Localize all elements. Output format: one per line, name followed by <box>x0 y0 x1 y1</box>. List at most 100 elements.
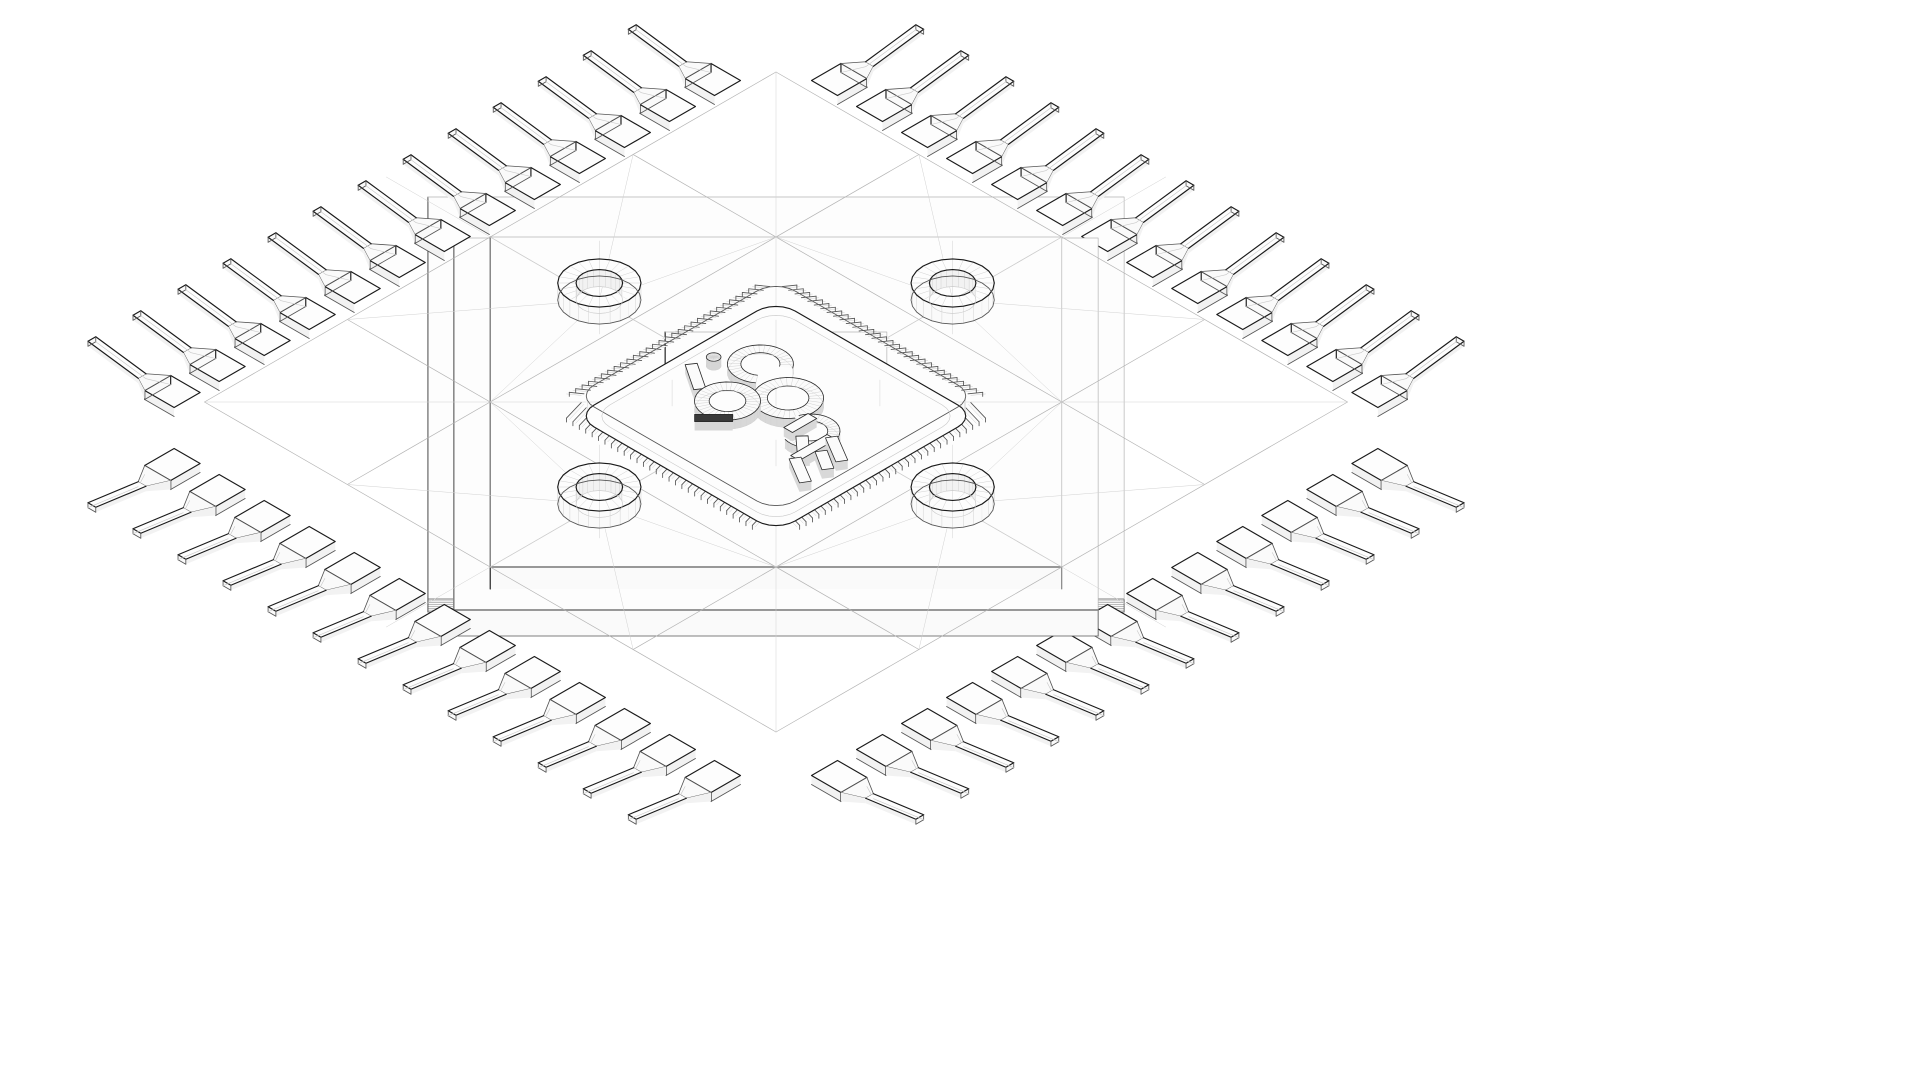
lead-pin-tip-face <box>1231 632 1239 643</box>
die-branding <box>684 344 849 492</box>
boss-wall-facet <box>923 300 932 321</box>
lead-taper-top <box>976 139 1009 157</box>
lead-shoulder-end-face <box>1201 271 1228 296</box>
lead-taper-top <box>363 243 396 261</box>
boss-outer-base-ellipse <box>910 479 995 529</box>
package-lead <box>222 525 336 591</box>
glyph-top-rib <box>694 402 710 404</box>
glyph-top-rib <box>744 394 760 398</box>
die-lead-row-north <box>781 284 986 397</box>
lead-pin-side <box>1045 694 1096 721</box>
boss-top-rib <box>974 276 994 280</box>
glyph-top-facet <box>734 371 748 379</box>
base-plate-top-back-edge <box>427 196 1125 600</box>
boss-top-rib <box>610 498 621 509</box>
boss-top-rib <box>610 261 621 272</box>
package-lead <box>1306 310 1420 391</box>
lead-pin-tip-bottom <box>447 133 457 139</box>
lead-pin-top-edge <box>1360 310 1412 349</box>
lead-taper-top <box>1201 569 1234 591</box>
lead-pin-side <box>403 159 454 202</box>
lead-taper-side <box>408 222 415 244</box>
die-lead-face <box>871 336 890 340</box>
lead-pin-top-edge <box>447 132 500 171</box>
lead-pin-top-edge <box>872 793 925 816</box>
lead-pin-side <box>493 107 544 150</box>
lead-pin-top-edge <box>357 184 409 223</box>
lead-taper-top <box>1066 191 1099 209</box>
boss-wall-facet <box>559 289 564 313</box>
lead-pin-underline <box>1225 237 1277 275</box>
lead-pin-top-edge <box>1143 184 1195 223</box>
lead-shoulder-side-face <box>1171 567 1202 594</box>
boss-top-facet <box>952 499 964 512</box>
lead-taper-side <box>885 766 911 778</box>
lead-pin-underline <box>1143 642 1195 664</box>
glyph-top-rib <box>769 347 777 355</box>
package-lead <box>1126 577 1240 643</box>
die-lead-row-west <box>566 284 771 397</box>
boss-radiating-line <box>918 503 953 650</box>
lead-pin-underline <box>1180 211 1232 249</box>
lead-taper-top <box>633 87 667 105</box>
die-lead-edge <box>839 317 855 321</box>
lead-taper-top <box>840 61 874 79</box>
glyph-top-rib <box>776 409 782 418</box>
boss-outer-base-ellipse <box>910 275 995 325</box>
lead-taper-side <box>976 714 1001 726</box>
die-lead-face <box>688 322 706 326</box>
lead-pin-side <box>1225 590 1277 617</box>
die-text-core <box>726 344 849 492</box>
die-lead-edge <box>813 303 830 306</box>
lead-taper-side <box>363 248 370 270</box>
boss-top-annulus <box>557 258 642 308</box>
boss-top-facet <box>964 292 983 304</box>
glyph-top-rib <box>762 344 766 354</box>
boss-top-rib <box>931 465 942 476</box>
lead-shoulder-end-face <box>1381 375 1408 400</box>
glyph-top-rib <box>808 400 823 403</box>
boss-wall-facet <box>931 303 942 324</box>
boss-bore-facet <box>587 474 594 493</box>
lead-pin-tip-face <box>223 580 231 591</box>
lead-pin-tip-outline <box>960 788 970 794</box>
boss-bore-facet <box>972 480 976 501</box>
lead-pin-tip-outline <box>1365 284 1375 290</box>
lead-taper-side <box>1246 558 1271 570</box>
lead-pin-tip-bottom <box>447 715 457 721</box>
lead-pin-tip-outline <box>402 684 412 690</box>
glyph-outer-base-outline <box>752 386 824 428</box>
die-lead-face <box>935 373 954 377</box>
lead-shoulder-end-face <box>324 271 351 296</box>
lead-shoulder-end-face <box>279 297 306 322</box>
lead-pin-underline <box>140 315 192 353</box>
boss-top-facet <box>931 498 947 511</box>
package-lead <box>312 206 426 287</box>
lead-shoulder-side-face <box>440 619 471 646</box>
die-lead-edge <box>568 391 585 395</box>
package-lead <box>1171 232 1285 313</box>
lead-pin-top-edge <box>1135 180 1187 219</box>
boss-bore-facet <box>599 269 606 288</box>
glyph-top-facet <box>728 356 743 362</box>
die-lead-face <box>967 402 986 420</box>
die-lead-face <box>604 370 623 374</box>
lead-pin-side <box>456 694 507 721</box>
lead-pin-tip-face <box>628 814 637 825</box>
lead-pin-tip-outline <box>357 180 367 186</box>
glyph-top-rib <box>778 357 793 361</box>
lead-shoulder-end-face <box>1021 167 1048 192</box>
lead-shoulder-side-face <box>685 78 715 105</box>
lead-shoulder-end-face <box>1156 245 1183 270</box>
lead-pin-top-edge <box>177 288 229 327</box>
lead-pin-tip-outline <box>492 736 502 742</box>
lead-taper-top <box>1021 165 1054 183</box>
glyph-top-facet <box>791 377 800 387</box>
glyph-top-rib <box>807 391 823 395</box>
lead-pin-top-edge <box>267 585 319 608</box>
glyph-top-facet <box>776 409 786 419</box>
lead-pin-tip-face <box>583 50 592 61</box>
lead-pin-top <box>493 715 552 742</box>
lead-pin-tip-face <box>1231 206 1239 217</box>
